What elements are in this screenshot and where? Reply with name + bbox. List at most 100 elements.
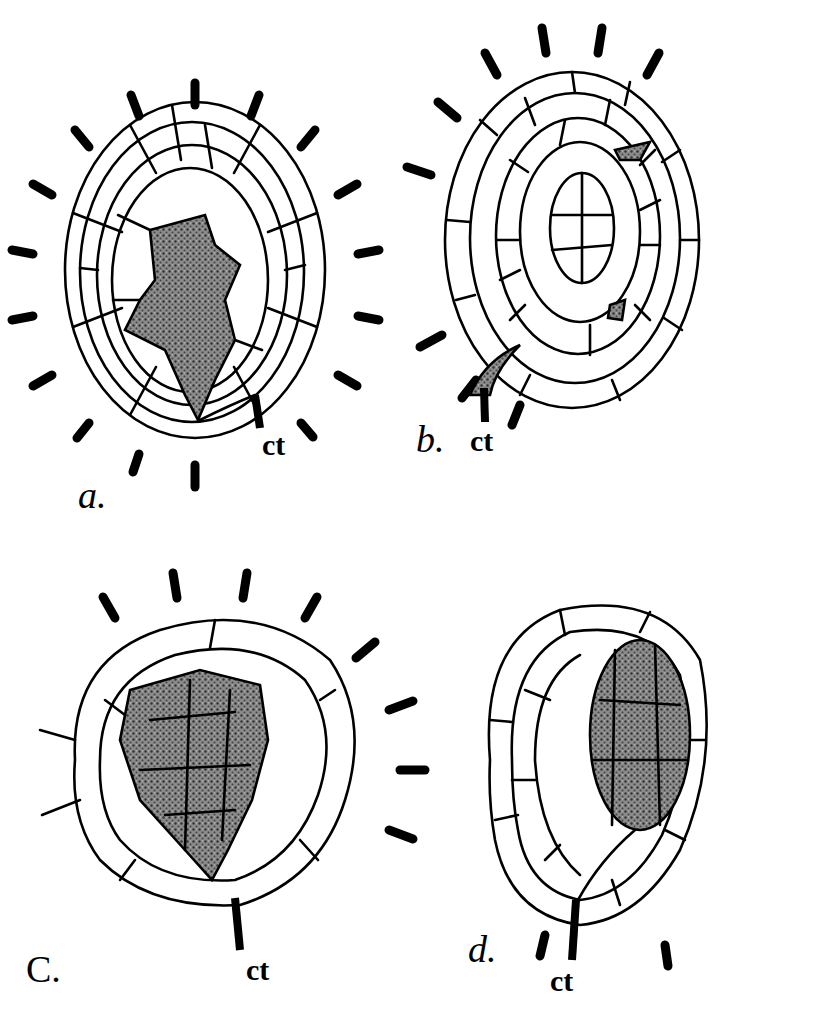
cell-wall: [512, 779, 535, 782]
radiating-dash: [512, 405, 520, 425]
cell-wall: [268, 213, 317, 232]
radiating-dash: [133, 454, 139, 472]
radiating-dash: [173, 573, 177, 598]
cell-wall: [535, 655, 580, 875]
cell-wall: [635, 305, 650, 320]
cell-wall: [625, 82, 630, 105]
radiating-dash: [301, 130, 315, 147]
cell-wall: [100, 649, 327, 881]
cell-wall: [510, 160, 528, 172]
cell-wall: [80, 268, 98, 270]
radiating-dash: [243, 573, 247, 598]
cell-layers: [489, 606, 707, 925]
stalk: [484, 388, 485, 422]
cell-wall: [589, 325, 592, 355]
stalk: [255, 395, 260, 428]
cell-wall: [572, 72, 575, 93]
cell-wall: [640, 244, 660, 247]
figure-c: [40, 573, 425, 950]
figure-d: [489, 606, 707, 966]
cell-wall: [640, 612, 650, 632]
cell-wall: [300, 840, 318, 860]
cell-wall: [120, 860, 135, 880]
cell-wall: [664, 318, 682, 330]
cell-wall: [73, 213, 122, 232]
radiating-dash: [305, 597, 317, 618]
cell-wall: [552, 245, 612, 250]
cell-wall: [456, 295, 475, 300]
cell-wall: [235, 340, 262, 350]
dark-spot: [615, 142, 650, 160]
cell-wall: [500, 270, 520, 280]
radiating-dash: [75, 130, 89, 147]
cell-wall: [447, 220, 470, 222]
cell-wall: [445, 72, 699, 408]
cell-wall: [520, 142, 640, 322]
callout-label: ct: [470, 426, 493, 456]
dark-core: [120, 670, 268, 880]
cell-wall: [268, 308, 317, 327]
cell-wall: [550, 173, 614, 283]
cell-wall: [205, 125, 212, 168]
cell-wall: [592, 645, 688, 825]
cell-wall: [581, 173, 584, 283]
radiating-dash: [389, 830, 413, 839]
dark-spot: [608, 300, 625, 320]
stalk-base: [470, 345, 520, 395]
radiating-dash: [356, 642, 375, 658]
radiating-dash: [358, 250, 379, 254]
stalk: [572, 900, 576, 960]
cell-layers: [40, 620, 355, 905]
cell-wall: [42, 800, 80, 815]
cell-wall: [140, 680, 250, 850]
cell-wall: [40, 730, 75, 740]
radiating-dash: [358, 316, 379, 320]
figure-letter: b.: [416, 420, 445, 458]
callout-label: ct: [262, 430, 285, 460]
radiating-dash: [191, 465, 200, 487]
cell-wall: [320, 690, 335, 700]
radiating-dash: [301, 423, 313, 437]
cell-wall: [496, 118, 660, 354]
figure-letter: a.: [78, 476, 107, 514]
callout-label: ct: [246, 955, 269, 985]
radiating-dash: [400, 766, 425, 775]
cell-wall: [105, 700, 125, 715]
cell-wall: [200, 395, 255, 420]
cell-wall: [525, 98, 535, 125]
cell-wall: [497, 239, 520, 242]
cell-wall: [560, 120, 565, 145]
cell-wall: [510, 305, 525, 320]
radiating-dash: [407, 167, 431, 175]
radiating-dash: [647, 53, 659, 75]
dark-core: [590, 640, 690, 830]
cell-wall: [65, 102, 325, 438]
cell-wall: [578, 830, 635, 900]
cell-wall: [489, 606, 707, 925]
cell-wall: [480, 120, 497, 135]
cell-wall: [113, 299, 140, 302]
radiating-dash: [438, 102, 457, 118]
radiating-dash: [598, 28, 602, 53]
figure-letter: C.: [26, 950, 61, 988]
cell-wall: [680, 239, 699, 242]
cell-wall: [210, 620, 215, 648]
cell-wall: [495, 815, 518, 820]
cell-wall: [612, 880, 620, 905]
radiating-dash: [131, 95, 139, 116]
cell-wall: [552, 214, 612, 217]
figure-a: [12, 83, 379, 487]
radiating-dash: [12, 316, 33, 320]
cell-wall: [662, 150, 680, 162]
cell-wall: [640, 200, 660, 210]
radiating-dash: [338, 375, 357, 386]
radiating-dash: [665, 945, 668, 966]
cell-wall: [545, 845, 560, 860]
cell-wall: [470, 93, 680, 383]
dark-core: [125, 215, 240, 420]
cell-wall: [605, 100, 610, 125]
cell-layers: [65, 102, 325, 438]
figure-b: [407, 28, 699, 425]
callout-label: ct: [550, 966, 573, 996]
